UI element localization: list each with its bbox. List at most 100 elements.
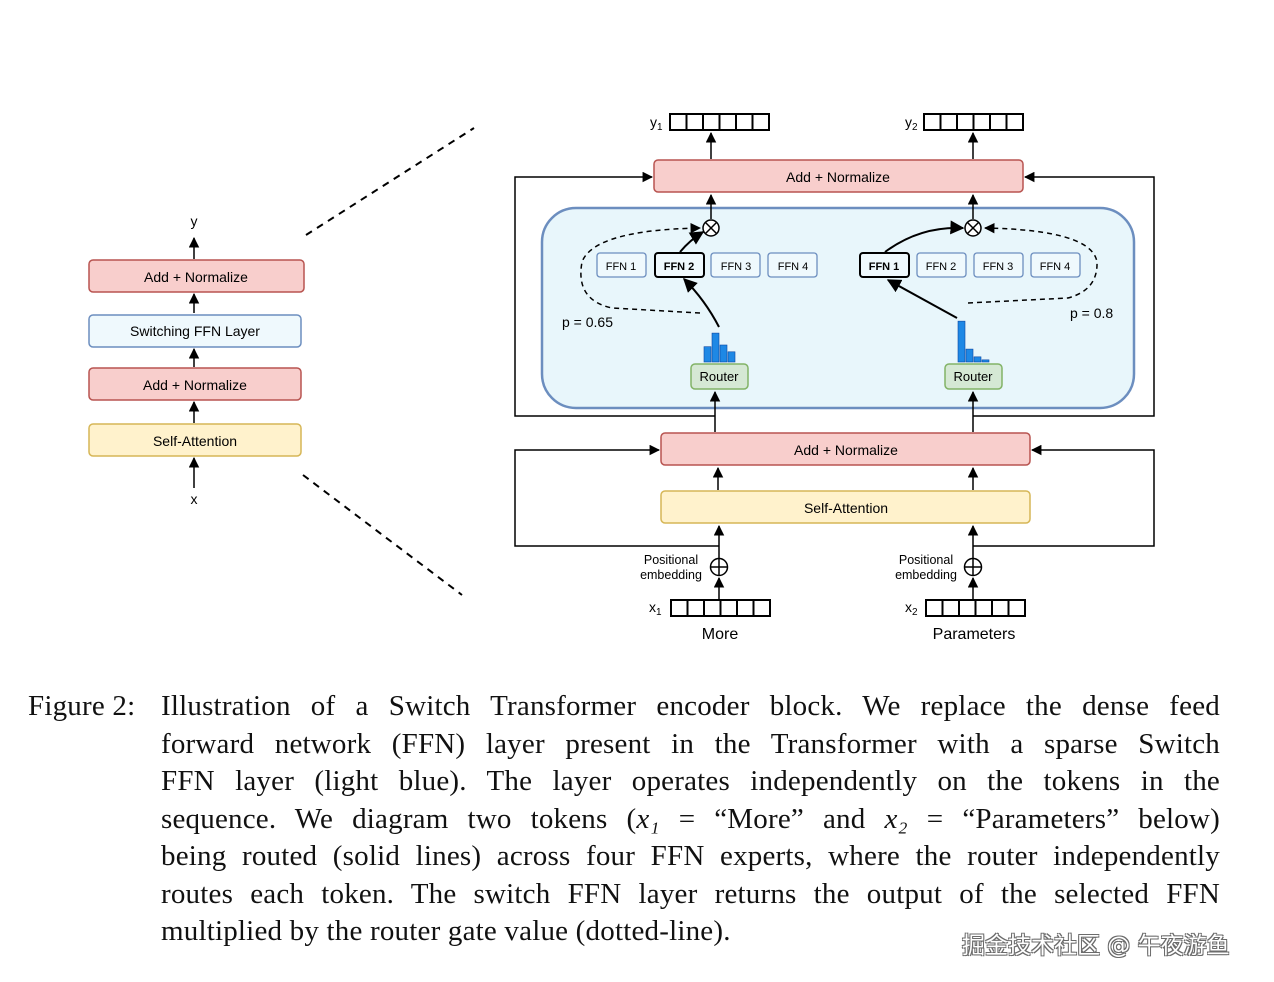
caption-label (28, 763, 161, 801)
y2-label: y2 (905, 114, 918, 133)
x2-input-vector: x2 Parameters (905, 599, 1026, 643)
caption-text: FFN layer (light blue). The layer operat… (161, 765, 1220, 797)
bottom-add-normalize-label: Add + Normalize (794, 442, 898, 458)
token1-router-bar (703, 346, 712, 363)
top-add-normalize-label: Add + Normalize (786, 169, 890, 185)
token2-prob: p = 0.8 (1070, 305, 1113, 321)
x2-vector-cell (925, 599, 944, 617)
caption-line: forward network (FFN) layer present in t… (28, 726, 1220, 764)
y1-vector-cell (751, 113, 770, 131)
token2-ffn-4 (1030, 252, 1081, 278)
x1-vector-cell (719, 599, 738, 617)
caption-label (28, 801, 161, 839)
token2-router-bar (981, 359, 990, 363)
token2-ffn-experts: FFN 1 FFN 2 FFN 3 FFN 4 (859, 252, 1081, 278)
token2-gate-dotted (967, 222, 1098, 304)
caption-label (28, 838, 161, 876)
y1-vector-cell (702, 113, 721, 131)
caption-text: multiplied by the router gate value (dot… (161, 915, 731, 947)
x1-vector-cell (670, 599, 689, 617)
multiply-node-1 (702, 219, 720, 237)
token1-router (690, 363, 749, 390)
token1-word: More (702, 626, 739, 643)
caption-label (28, 876, 161, 914)
x2-vector-cell (991, 599, 1010, 617)
token2-router-bar (973, 356, 982, 363)
token1-routing-line (683, 278, 720, 328)
left-input-label: x (191, 491, 198, 507)
left-switching-ffn-layer-label: Switching FFN Layer (130, 323, 260, 339)
y2-output-vector: y2 (905, 113, 1024, 133)
token1-router-bar (711, 332, 720, 363)
token1-positional-embedding: Positional embedding (640, 553, 729, 582)
y1-vector-cell (669, 113, 688, 131)
y2-vector-cell (972, 113, 991, 131)
token2-router-bar (965, 348, 974, 363)
svg-text:FFN 4: FFN 4 (1040, 261, 1071, 273)
zoom-line-top (305, 127, 475, 236)
caption-line: sequence. We diagram two tokens (x₁ = “M… (28, 801, 1220, 839)
multiply-node-2 (964, 219, 982, 237)
svg-text:FFN 2: FFN 2 (664, 261, 695, 273)
svg-text:embedding: embedding (640, 568, 702, 582)
x2-label: x2 (905, 599, 918, 618)
x2-vector-cell (974, 599, 993, 617)
caption-text: routes each token. The switch FFN layer … (161, 877, 1220, 910)
caption-text: forward network (FFN) layer present in t… (161, 727, 1220, 760)
svg-text:FFN 1: FFN 1 (606, 261, 637, 273)
y1-label: y1 (650, 114, 663, 133)
token1-ffn-2 (654, 252, 705, 278)
bottom-add-normalize (660, 432, 1031, 466)
token1-gate-dotted (580, 222, 702, 314)
caption-text: sequence. We diagram two tokens (x₁ = “M… (161, 802, 1221, 835)
caption-line: FFN layer (light blue). The layer operat… (28, 763, 1220, 801)
left-output-label: y (191, 213, 198, 229)
x1-vector-cell (736, 599, 755, 617)
y2-vector-cell (956, 113, 975, 131)
token2-router-label: Router (953, 369, 993, 384)
y2-vector-cell (923, 113, 942, 131)
x1-vector-cell (703, 599, 722, 617)
token2-router-bar (957, 320, 966, 363)
token2-router (944, 363, 1003, 390)
svg-text:FFN 2: FFN 2 (926, 261, 957, 273)
switch-ffn-region (540, 206, 1136, 410)
self-attention-label: Self-Attention (804, 500, 888, 516)
svg-text:FFN 4: FFN 4 (778, 261, 809, 273)
left-self-attention-label: Self-Attention (153, 433, 237, 449)
right-encoder-detail: y1 y2 Add + Normalize (514, 113, 1155, 643)
left-switching-ffn-layer (88, 314, 302, 348)
token1-router-label: Router (699, 369, 739, 384)
caption-label: Figure 2: (28, 690, 136, 722)
y2-vector-cell (989, 113, 1008, 131)
token1-ffn-4 (767, 252, 818, 278)
x1-label: x1 (649, 599, 662, 618)
left-add-normalize-bottom-label: Add + Normalize (143, 377, 247, 393)
x2-vector-cell (1007, 599, 1026, 617)
y2-vector-cell (1005, 113, 1024, 131)
token1-router-bar (719, 344, 728, 363)
watermark: 掘金技术社区 @ 午夜游鱼 (962, 933, 1230, 959)
token2-router-distribution (957, 320, 990, 363)
left-encoder-stack: y Add + Normalize Switching FFN Layer Ad… (88, 213, 305, 507)
svg-text:FFN 1: FFN 1 (869, 261, 900, 273)
self-attention (660, 490, 1031, 524)
y1-vector-cell (718, 113, 737, 131)
left-add-normalize-top-label: Add + Normalize (144, 269, 248, 285)
left-self-attention (88, 423, 302, 457)
y2-vector-cell (939, 113, 958, 131)
token1-router-bar (727, 351, 736, 363)
caption-line: routes each token. The switch FFN layer … (28, 876, 1220, 914)
caption-text: Illustration of a Switch Transformer enc… (161, 690, 1220, 722)
token2-positional-embedding: Positional embedding (895, 553, 983, 582)
caption-label (28, 726, 161, 764)
figure-caption: Figure 2: Illustration of a Switch Transf… (28, 688, 1220, 951)
caption-math: x₁ (636, 802, 660, 835)
top-add-normalize (653, 159, 1024, 193)
y1-vector-cell (735, 113, 754, 131)
x2-vector-cell (958, 599, 977, 617)
token2-routing-line (886, 279, 958, 319)
x1-input-vector: x1 More (649, 599, 771, 643)
x2-vector-cell (941, 599, 960, 617)
token2-word: Parameters (933, 626, 1016, 643)
